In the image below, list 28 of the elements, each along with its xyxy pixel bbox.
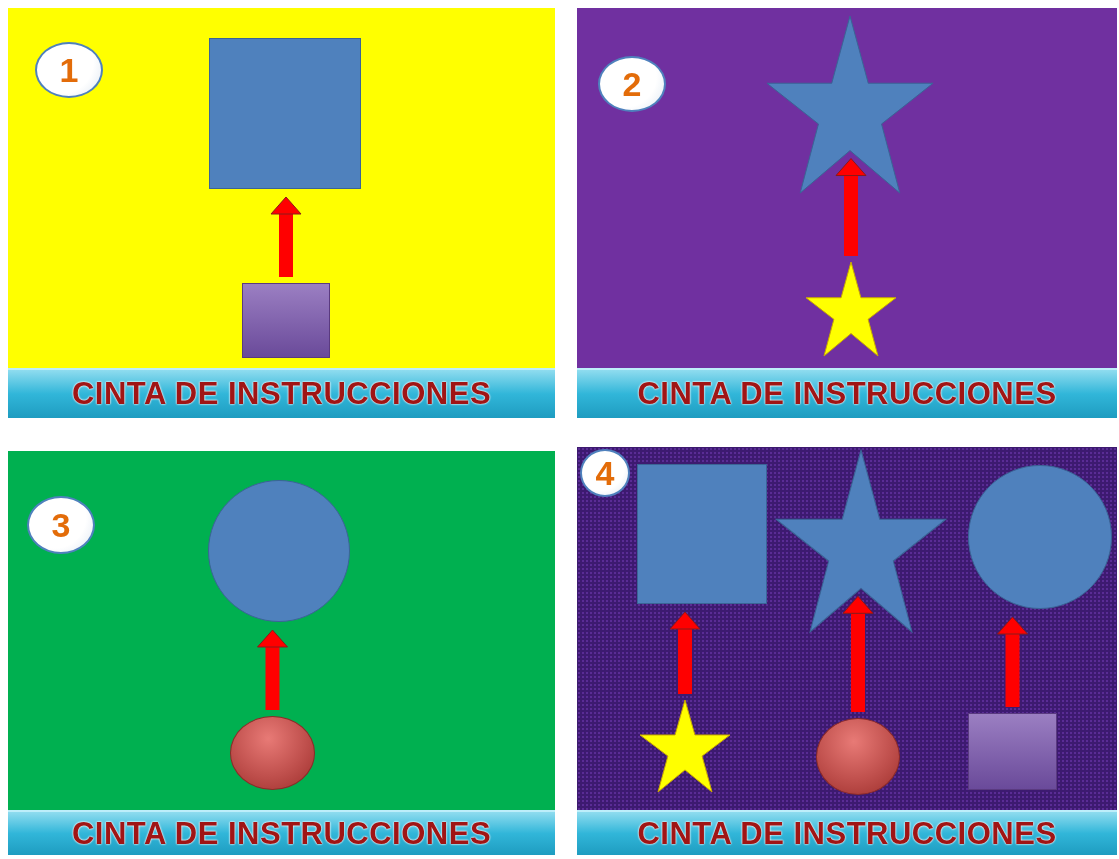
square-shape: [968, 713, 1057, 790]
step-number: 1: [35, 42, 103, 98]
step-number: 2: [598, 56, 666, 112]
star-shape: [776, 450, 946, 632]
arrow: [997, 616, 1028, 707]
panel-background: [577, 447, 1117, 855]
panel-background: [8, 8, 555, 418]
step-number: 4: [580, 449, 630, 497]
step-number: 3: [27, 496, 95, 554]
star-shape: [806, 262, 896, 356]
instruction-ribbon: CINTA DE INSTRUCCIONES: [577, 368, 1117, 418]
instruction-ribbon: CINTA DE INSTRUCCIONES: [8, 368, 555, 418]
arrow: [257, 629, 288, 710]
arrow: [270, 196, 302, 277]
oval-shape: [816, 718, 900, 795]
circle-shape: [968, 465, 1112, 609]
instruction-ribbon: CINTA DE INSTRUCCIONES: [577, 810, 1117, 855]
panel-background: [577, 8, 1117, 418]
square-shape: [637, 464, 767, 604]
star-shape: [767, 16, 933, 193]
square-shape: [242, 283, 330, 358]
arrow: [669, 611, 701, 694]
instruction-ribbon: CINTA DE INSTRUCCIONES: [8, 810, 555, 855]
star-shape: [640, 700, 730, 792]
arrow: [835, 158, 867, 256]
panel-background: [8, 451, 555, 855]
square-shape: [209, 38, 361, 189]
arrow: [842, 595, 874, 712]
